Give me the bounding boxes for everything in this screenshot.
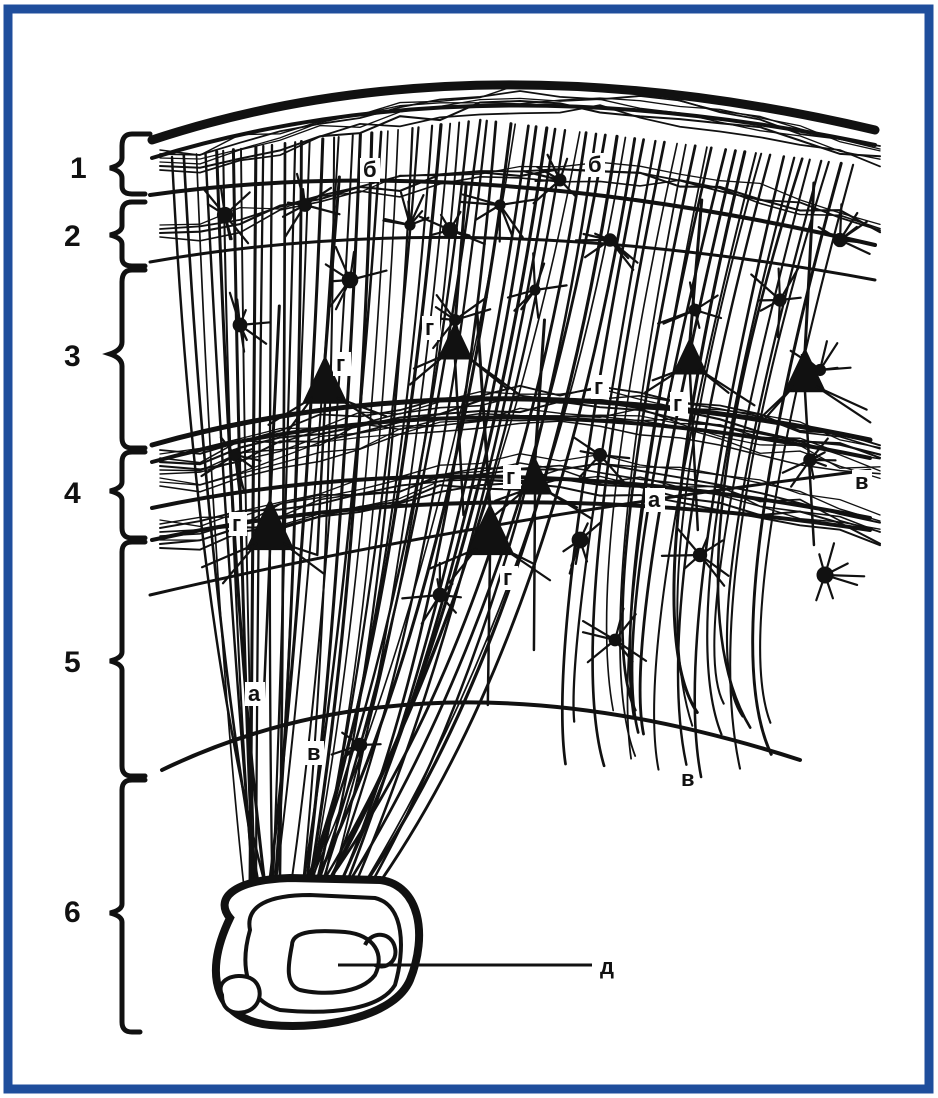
stellate-cell-body — [217, 207, 232, 222]
stellate-cell-body — [593, 448, 606, 461]
stellate-cell-body — [229, 449, 241, 461]
stellate-cell-body — [233, 318, 247, 332]
erythrocyte-lumen — [289, 931, 379, 993]
label-g-layer3-a: г — [425, 315, 434, 340]
label-b-left: б — [363, 157, 377, 182]
label-b-right: б — [588, 152, 602, 177]
label-v-layer4: в — [855, 469, 869, 494]
vessel-cross-section — [216, 878, 419, 1026]
layer-number-3: 3 — [64, 340, 81, 373]
label-v-layer6-right: в — [681, 766, 695, 791]
layer-number-5: 5 — [64, 646, 81, 679]
label-v-layer6-left: в — [307, 740, 321, 765]
stellate-cell-body — [442, 222, 457, 237]
layer-number-6: 6 — [64, 896, 81, 929]
label-g-layer3-c: г — [594, 374, 603, 399]
label-g-layer4: г — [506, 464, 515, 489]
stellate-cell-body — [774, 294, 786, 306]
stellate-cell-body — [554, 174, 566, 186]
stellate-cell-body — [609, 634, 621, 646]
stellate-cell-body — [495, 200, 505, 210]
label-a-layer4: а — [648, 487, 661, 512]
layer-number-1: 1 — [70, 152, 87, 185]
stellate-cell-body — [604, 234, 617, 247]
layer-number-2: 2 — [64, 220, 81, 253]
label-g-layer3-d: г — [673, 391, 682, 416]
axon — [534, 494, 535, 650]
stellate-cell-body — [342, 272, 358, 288]
label-g-layer5-left: г — [232, 511, 241, 536]
stellate-cell-body — [693, 548, 706, 561]
label-d-vessel: д — [600, 954, 614, 979]
label-g-layer3-b: г — [336, 351, 345, 376]
stellate-cell-body — [433, 588, 447, 602]
stellate-cell-body — [572, 532, 588, 548]
layer-number-4: 4 — [64, 477, 81, 510]
stellate-cell-body — [817, 567, 833, 583]
stellate-cell-body — [299, 199, 312, 212]
label-a-layer5: а — [248, 681, 261, 706]
stellate-cell-body — [405, 220, 415, 230]
label-g-layer5-center: г — [503, 565, 512, 590]
stellate-cell-body — [833, 233, 846, 246]
vessel-nucleus — [221, 976, 260, 1013]
stellate-cell-body — [353, 738, 367, 752]
stellate-cell-body — [530, 285, 540, 295]
